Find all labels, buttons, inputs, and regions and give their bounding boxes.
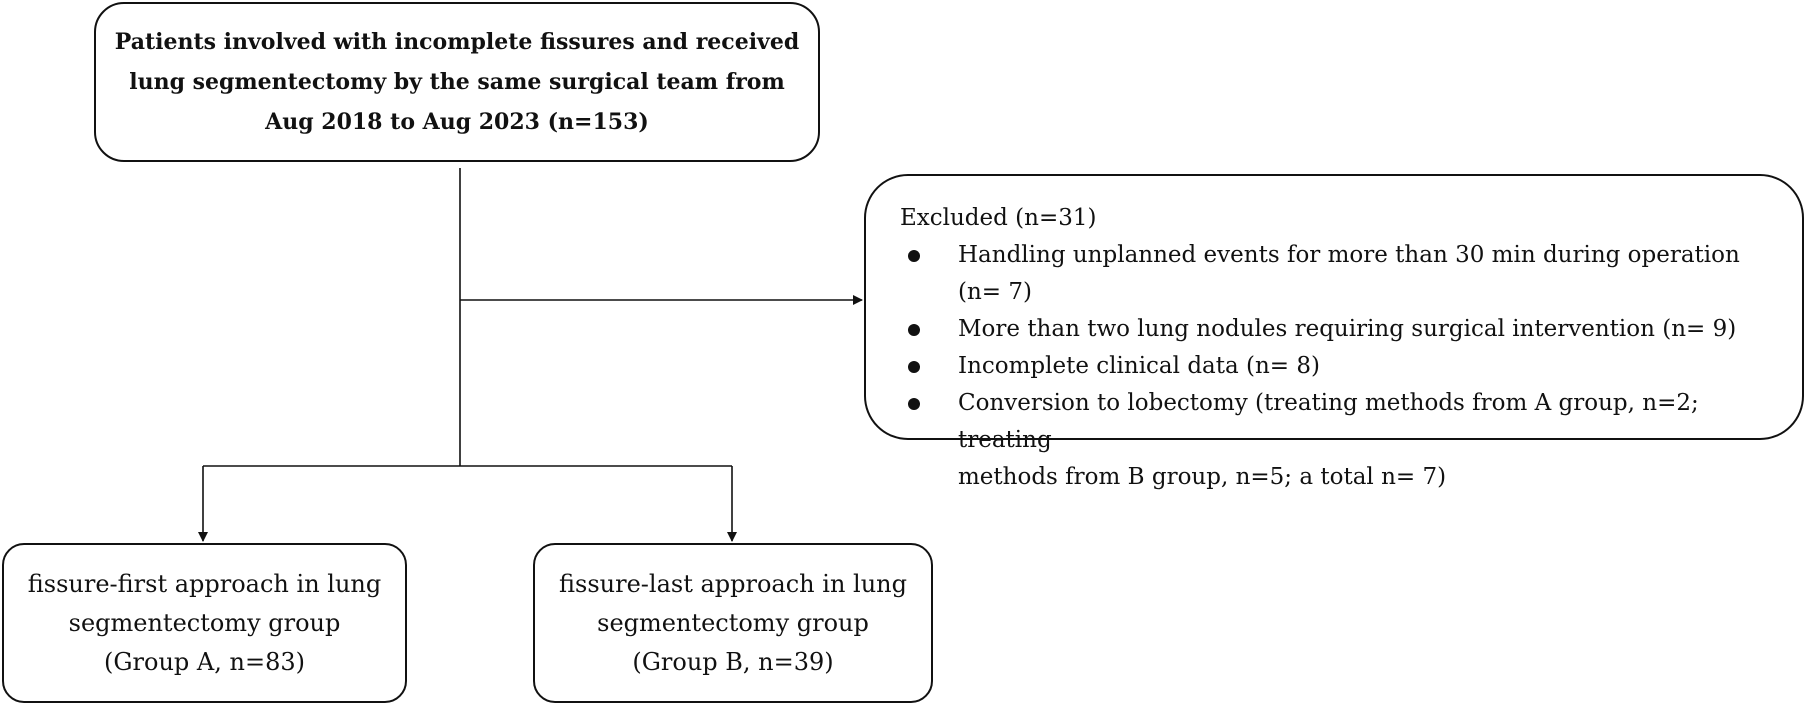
group-a-line-3: (Group A, n=83) bbox=[104, 647, 305, 676]
excluded-item-text: More than two lung nodules requiring sur… bbox=[958, 316, 1737, 342]
group-a-line-2: segmentectomy group bbox=[68, 608, 341, 637]
excluded-title: Excluded (n=31) bbox=[900, 205, 1097, 231]
group-b-box: fissure-last approach in lung segmentect… bbox=[533, 543, 933, 703]
excluded-list: Handling unplanned events for more than … bbox=[900, 237, 1772, 496]
bullet-icon bbox=[908, 361, 920, 373]
group-b-line-2: segmentectomy group bbox=[597, 608, 869, 637]
enrollment-line-3: Aug 2018 to Aug 2023 (n=153) bbox=[265, 109, 649, 135]
enrollment-line-2: lung segmentectomy by the same surgical … bbox=[129, 69, 785, 95]
excluded-box: Excluded (n=31) Handling unplanned event… bbox=[864, 174, 1804, 490]
enrollment-line-1: Patients involved with incomplete fissur… bbox=[114, 29, 800, 55]
group-a-line-1: fissure-first approach in lung bbox=[27, 569, 382, 598]
excluded-item-text-line-1: Conversion to lobectomy (treating method… bbox=[958, 390, 1699, 453]
bullet-icon bbox=[908, 398, 920, 410]
group-b-line-3: (Group B, n=39) bbox=[632, 647, 834, 676]
bullet-icon bbox=[908, 250, 920, 262]
bullet-icon bbox=[908, 324, 920, 336]
excluded-item-incomplete-data: Incomplete clinical data (n= 8) bbox=[900, 348, 1772, 385]
group-a-box: fissure-first approach in lung segmentec… bbox=[2, 543, 407, 703]
excluded-item-conversion: Conversion to lobectomy (treating method… bbox=[900, 385, 1772, 496]
excluded-item-unplanned-events: Handling unplanned events for more than … bbox=[900, 237, 1772, 311]
enrollment-box: Patients involved with incomplete fissur… bbox=[94, 2, 820, 162]
excluded-item-text: Handling unplanned events for more than … bbox=[958, 242, 1740, 305]
excluded-item-multiple-nodules: More than two lung nodules requiring sur… bbox=[900, 311, 1772, 348]
group-b-line-1: fissure-last approach in lung bbox=[559, 569, 907, 598]
excluded-item-text: Incomplete clinical data (n= 8) bbox=[958, 353, 1320, 379]
excluded-item-text-line-2: methods from B group, n=5; a total n= 7) bbox=[958, 464, 1447, 490]
